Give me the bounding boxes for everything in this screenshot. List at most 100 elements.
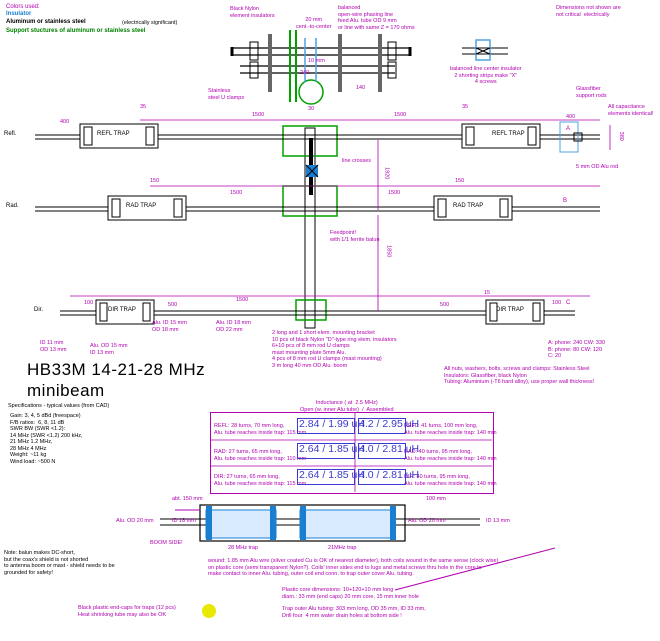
legend-title: Colors used: [6,4,40,10]
dir-trap-right: DIR TRAP [496,307,524,313]
dir-40-desc: DIR: 40 turns, 95 mm long, Alu. tube rea… [404,474,497,487]
all-capacitance-note: All capacitance elements identical! [608,104,654,117]
material-note: All nuts, washers, bolts, screws and cla… [444,366,595,385]
dim-100mm: 100 mm [426,496,446,502]
line-center-note: balanced line center insulator 2 shortin… [450,66,522,85]
core-note: Plastic core dimensions: 10+120+10 mm lo… [282,587,419,600]
dim-150-right: 150 [455,178,465,184]
od20-right: Alu. OD 20 mm [408,518,446,524]
rad-40-value: 4.0 / 2.81 uH [359,443,420,455]
legend-aluminum-note: (electrically significant) [122,20,178,26]
cap-c: C [566,300,571,306]
rad-trap-right: RAD TRAP [453,203,484,209]
hardware-list: 2 long and 1 short elem. mounting bracke… [272,330,397,369]
id13-label: ID 13 mm [486,518,510,524]
dim-1500-refl-left: 1500 [252,112,265,118]
director-element [60,299,575,325]
balanced-line-note: balanced open-wire phasing line feed Alu… [338,5,415,31]
dim-35-right: 35 [462,104,469,110]
dim-150-left: 150 [150,178,160,184]
trap-21-label: 21MHz trap [328,545,357,551]
dim-100-left: 100 [84,300,94,306]
dim-1500-rad-left: 1500 [230,190,243,196]
inductance-table [210,412,494,494]
dim-1850: 1850 [385,245,392,258]
dim-1500-dir: 1500 [236,297,249,303]
refl-label: Refl. [4,131,17,137]
legend-insulator: Insulator [6,11,32,17]
end-caps-note: Black plastic end-caps for traps (12 pcs… [78,605,176,618]
rad-27-value: 2.64 / 1.85 uH [299,443,365,455]
glassfiber-note: Glassfiber support rods [576,86,607,99]
specs-heading: Specifications - typical values (from CA… [8,403,110,409]
refl-trap-left: REFL TRAP [97,131,130,137]
od20-left: Alu. OD 20 mm [116,518,154,524]
refl-28-desc: REFL: 28 turns, 70 mm long, Alu. tube re… [214,423,307,436]
dim-1500-rad-right: 1500 [388,190,401,196]
inductance-heading: Inductance ( at 2.5 MHz) Open (w. inner … [300,400,394,413]
black-nylon-note: Black Nylon element insulators [230,6,275,19]
line-crosses-note: line crosses [342,158,372,164]
end-cap-marker [202,604,216,618]
refl-28-value: 2.84 / 1.99 uH [299,418,365,430]
cap-a: A [566,126,571,132]
dim-35-left: 35 [140,104,147,110]
legend-aluminum: Aluminum or stainless steel [6,19,86,25]
trap-detail [160,504,556,591]
dim-380: 380 [617,131,624,141]
refl-41-value: 4.2 / 2.95 uH [359,418,420,430]
dimensions-note: Dimensions not shown are not critical el… [556,5,621,18]
dim-400-left: 400 [60,119,70,125]
boom [282,125,338,329]
stainless-clamps-note: Stainless steel U clamps [208,88,245,101]
dim-10mm: 10 mm [308,58,325,64]
phasing-detail [230,30,508,105]
refl-41-desc: REFL: 41 turns, 100 mm long, Alu. tube r… [404,423,497,436]
trap-outer-note: Trap outer Alu tubing: 303 mm long, OD 3… [282,606,426,619]
dim-1500-refl-right: 1500 [394,112,407,118]
spacing-note: 20 mm cent.-to-center [296,17,332,30]
rad-trap-left: RAD TRAP [126,203,157,209]
cap-b: B [563,198,568,204]
refl-trap-right: REFL TRAP [492,131,525,137]
specs-list: Gain: 3, 4, 5 dBd (freespace) F/B ratios… [10,413,83,465]
legend-support: Support stuctures of aluminum or stainle… [6,28,146,34]
dim-140: 140 [356,85,366,91]
feedpoint-note: Feedpoint! with 1/1 ferrite balun [330,230,380,243]
table-lines [210,412,492,492]
antenna-subtitle: minibeam [27,381,105,400]
radiator-element [35,195,600,221]
trap-28-label: 28 MHz trap [228,545,258,551]
dir-label: Dir. [34,307,43,313]
tube-dims-2: Alu. ID 18 mm OD 22 mm [216,320,251,333]
dimension-lines [70,119,611,311]
antenna-title: HB33M 14-21-28 MHz [27,360,206,379]
tube-dims-1: Alu. ID 15 mm OD 18 mm [152,320,187,333]
dir-27-value: 2.64 / 1.85 uH [299,469,365,481]
balun-note: Note: balun makes DC-short, but the coax… [4,550,115,576]
dim-500-left: 500 [168,302,178,308]
dim-500-right: 500 [440,302,450,308]
tube-dims-3: ID 11 mm OD 13 mm [40,340,67,353]
capacitor-values: A: phone: 240 CW: 330 B: phone: 80 CW: 1… [548,340,606,359]
boom-side: BOOM SIDE! [150,540,183,546]
rad-label: Rad. [6,203,19,209]
dim-400-right: 400 [566,114,576,120]
dim-100-right: 100 [552,300,562,306]
dim-240: 240 [300,70,310,76]
dir-trap-left: DIR TRAP [108,307,136,313]
dir-40-value: 4.0 / 2.81 uH [359,469,420,481]
dim-1920: 1920 [383,167,390,180]
winding-note: wound: 1.85 mm Alu wire (silver coated C… [208,558,499,577]
rad-27-desc: RAD: 27 turns, 65 mm long, Alu. tube rea… [214,449,307,462]
dim-15: 15 [484,290,491,296]
rod-5mm-note: 5 mm OD Alu rod [576,164,619,170]
rad-40-desc: RAD: 40 turns, 95 mm long, Alu. tube rea… [404,449,497,462]
dim-30: 30 [308,106,315,112]
abt-150: abt. 150 mm [172,496,203,502]
reflector-element [35,121,600,153]
dir-27-desc: DIR: 27 turns, 65 mm long, Alu. tube rea… [214,474,307,487]
id18-label: ID 18 mm [172,518,196,524]
tube-dims-4: Alu. OD 15 mm ID 13 mm [90,343,128,356]
